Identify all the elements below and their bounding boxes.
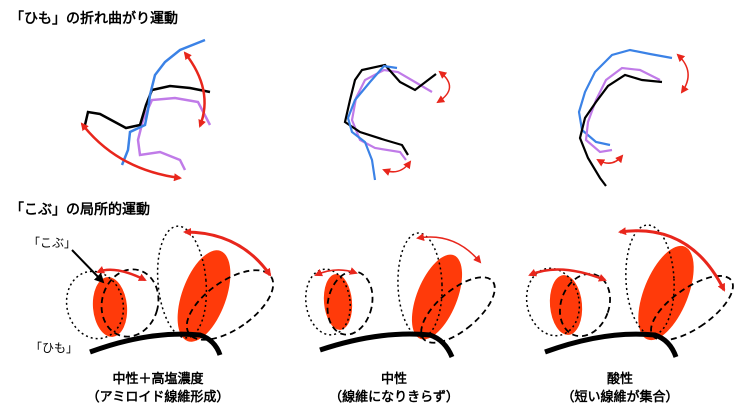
condition-caption-2: 中性 （線維になりきらず）	[294, 371, 494, 407]
string-backbone	[90, 334, 220, 355]
bump-panel-3	[520, 224, 734, 357]
blue-strand	[579, 50, 672, 145]
bump-panel-2	[302, 232, 506, 357]
bending-panel-1	[82, 40, 210, 178]
condition-name: 酸性	[520, 371, 720, 389]
condition-note: （線維になりきらず）	[294, 389, 494, 407]
black-strand	[580, 75, 662, 186]
black-strand	[345, 65, 436, 155]
label-string: 「ひも」	[30, 339, 78, 356]
blue-strand	[122, 40, 205, 165]
string-backbone	[320, 334, 452, 357]
bend-arrow-upper	[438, 72, 450, 102]
condition-name: 中性	[294, 371, 494, 389]
purple-strand	[352, 70, 432, 160]
condition-name: 中性＋高塩濃度	[58, 371, 258, 389]
bump-fill	[322, 273, 355, 331]
bend-arrow-upper	[678, 55, 688, 92]
bending-panel-3	[579, 50, 688, 186]
condition-note: （短い線維が集合）	[520, 389, 720, 407]
label-bump: 「こぶ」	[28, 234, 76, 251]
bend-arrow-lower	[598, 156, 622, 163]
bend-arrow-lower	[384, 162, 410, 172]
bump-fill	[547, 274, 584, 337]
bending-panel-2	[345, 65, 450, 180]
condition-caption-3: 酸性 （短い線維が集合）	[520, 371, 720, 407]
bump-panel-1	[59, 224, 285, 355]
condition-caption-1: 中性＋高塩濃度 （アミロイド線維形成）	[58, 371, 258, 407]
condition-note: （アミロイド線維形成）	[58, 389, 258, 407]
string-backbone	[545, 334, 676, 357]
